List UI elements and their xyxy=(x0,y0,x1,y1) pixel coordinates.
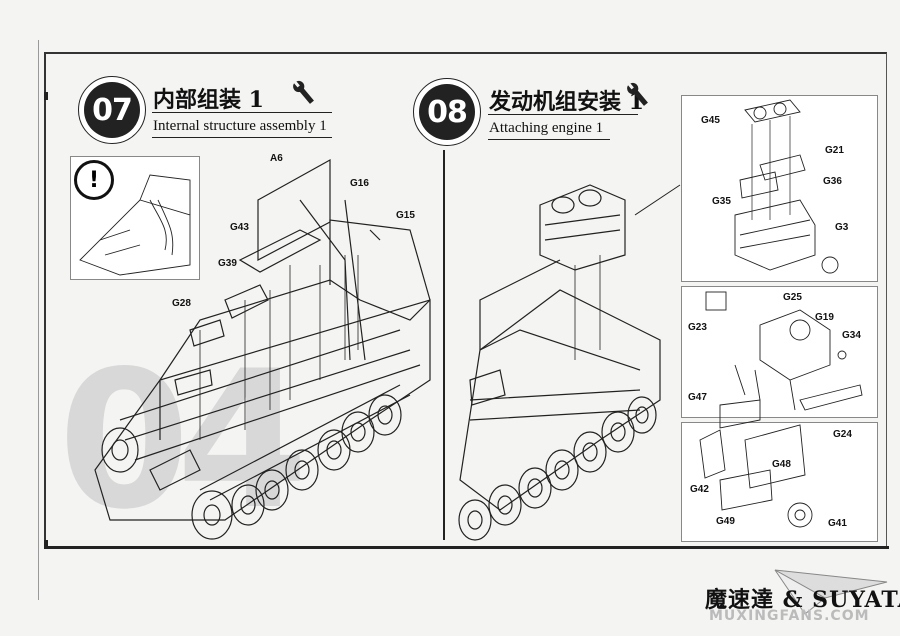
step-08-inset-transmission xyxy=(681,422,878,542)
inset-08-transmission xyxy=(699,399,813,528)
step-08-title-en: Attaching engine 1 xyxy=(489,120,604,136)
step-07-title-rule xyxy=(152,112,332,113)
step-08-title-underline xyxy=(488,139,610,140)
part-label: G48 xyxy=(772,459,791,470)
step-07-title-underline xyxy=(152,137,332,138)
part-label: G28 xyxy=(172,298,191,309)
step-07-hull-drawing xyxy=(94,158,431,540)
bottom-rule xyxy=(44,546,889,549)
part-label: G45 xyxy=(701,115,720,126)
step-07-badge: 07 xyxy=(78,76,146,144)
part-label: G24 xyxy=(833,429,852,440)
warning-icon: ! xyxy=(74,160,114,200)
step-07-number: 07 xyxy=(84,82,140,138)
watermark-brand: 魔速達 & SUYATA xyxy=(705,587,900,613)
step-08-number: 08 xyxy=(419,84,475,140)
part-label: G43 xyxy=(230,222,249,233)
part-label: G47 xyxy=(688,392,707,403)
step-08-hull-drawing xyxy=(458,184,681,541)
step-08-inset-engine xyxy=(681,95,878,282)
page-frame xyxy=(44,52,887,546)
part-label: G34 xyxy=(842,330,861,341)
binding-edge-line xyxy=(38,40,39,600)
part-label: G21 xyxy=(825,145,844,156)
warning-symbol: ! xyxy=(88,167,100,193)
wrench-icon xyxy=(293,80,314,104)
background-page-number: 04 xyxy=(58,330,308,551)
step-08-title-rule xyxy=(488,114,638,115)
part-label: G41 xyxy=(828,518,847,529)
part-label: G16 xyxy=(350,178,369,189)
part-label: A6 xyxy=(270,153,283,164)
step-07-title-cn: 内部组装 1 xyxy=(153,87,264,113)
step-divider xyxy=(443,150,445,540)
watermark-logo: 魔速達 & SUYATA MUXINGFANS.COM xyxy=(705,568,900,634)
part-label: G39 xyxy=(218,258,237,269)
inset-08-engine-parts xyxy=(734,99,839,274)
margin-tick xyxy=(44,92,48,100)
step-07-title-en: Internal structure assembly 1 xyxy=(153,118,327,134)
part-label: G25 xyxy=(783,292,802,303)
watermark-site: MUXINGFANS.COM xyxy=(709,608,870,624)
wrench-icon xyxy=(627,82,648,106)
part-label: G15 xyxy=(396,210,415,221)
step-08-badge: 08 xyxy=(413,78,481,146)
margin-tick xyxy=(44,540,48,548)
step-08-title-cn: 发动机组安装 1 xyxy=(489,89,644,115)
part-label: G36 xyxy=(823,176,842,187)
part-label: G23 xyxy=(688,322,707,333)
part-label: G35 xyxy=(712,196,731,207)
inset-07-detail xyxy=(79,174,191,276)
part-label: G3 xyxy=(835,222,849,233)
part-label: G42 xyxy=(690,484,709,495)
part-label: G19 xyxy=(815,312,834,323)
part-label: G49 xyxy=(716,516,735,527)
inset-08-radiator xyxy=(705,291,863,411)
